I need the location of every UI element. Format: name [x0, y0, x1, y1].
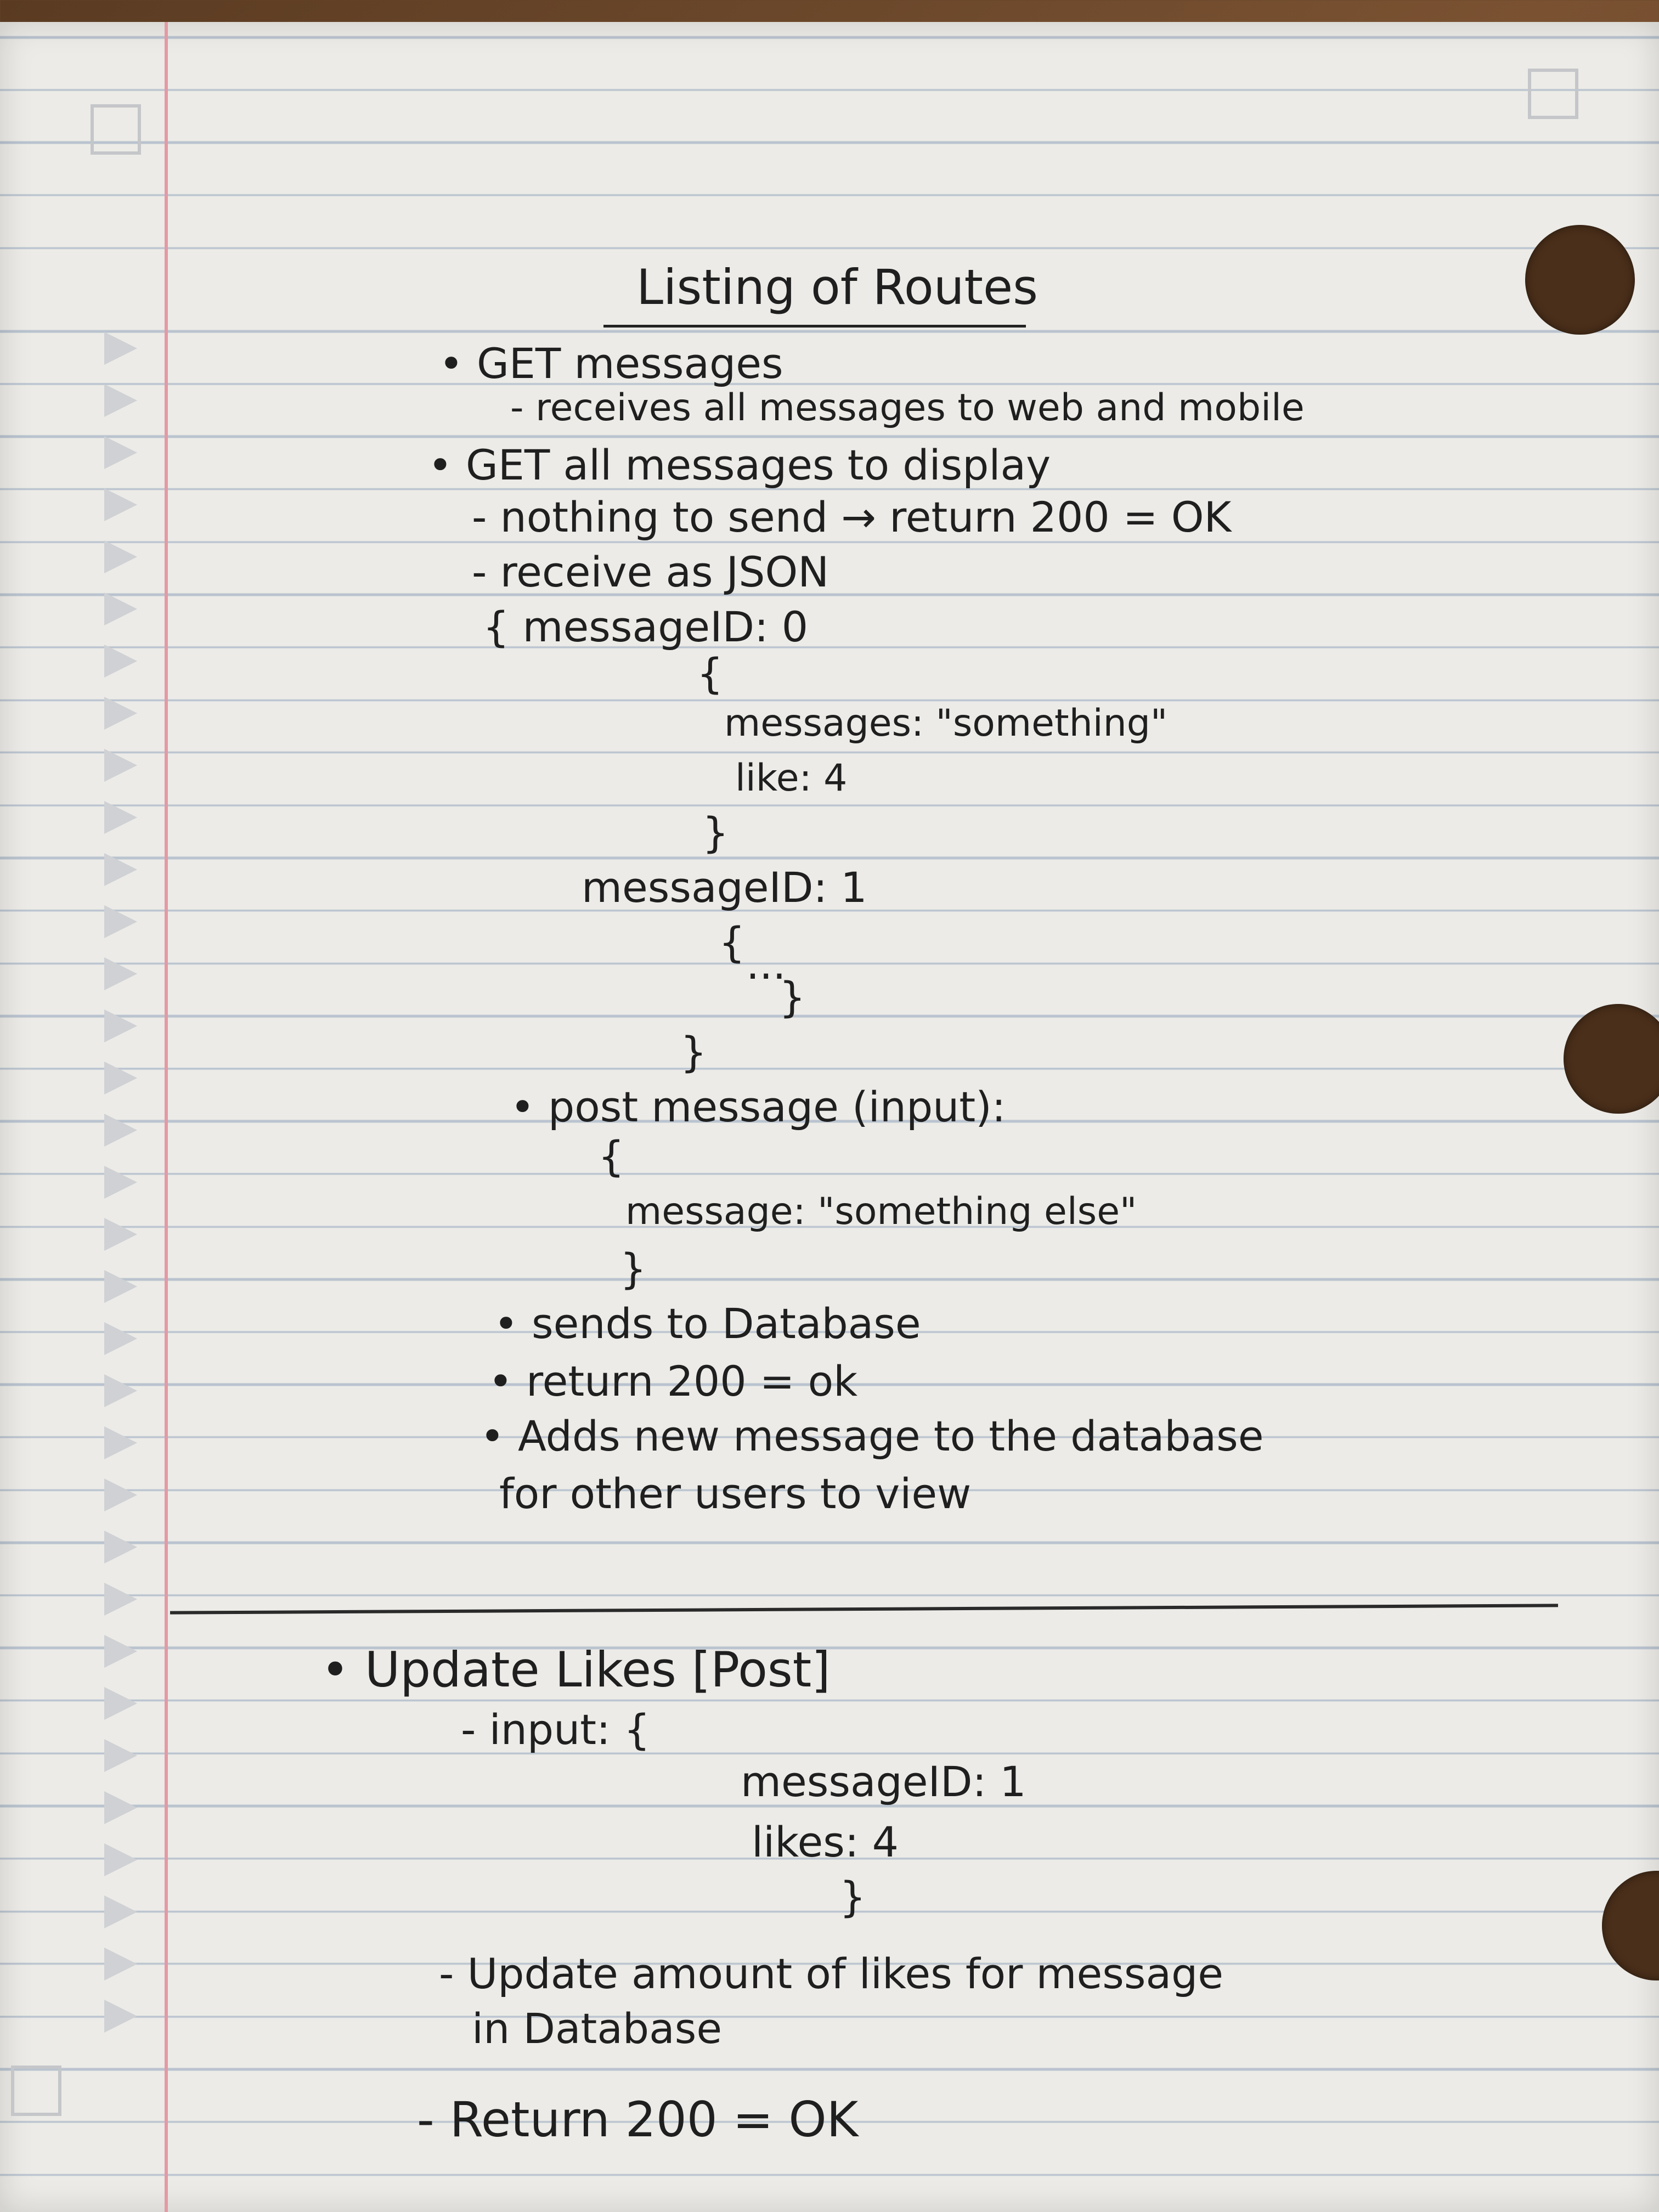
- note-line: • GET messages: [439, 339, 783, 388]
- page-title: Listing of Routes: [636, 259, 1038, 315]
- note-line: - receive as JSON: [472, 548, 830, 596]
- note-line: {: [697, 649, 724, 698]
- note-line: like: 4: [735, 757, 848, 800]
- corner-mark-top-left: [91, 104, 141, 155]
- note-line: for other users to view: [499, 1469, 972, 1518]
- note-line: messages: "something": [724, 702, 1168, 745]
- notebook-paper: Listing of Routes • GET messages - recei…: [0, 22, 1659, 2212]
- note-line: - input: {: [461, 1705, 651, 1754]
- note-line: }: [779, 973, 806, 1022]
- note-line: message: "something else": [625, 1190, 1137, 1233]
- punch-hole-bottom: [1602, 1871, 1659, 1980]
- note-line: }: [680, 1028, 707, 1076]
- corner-mark-top-right: [1528, 69, 1578, 119]
- note-line: - Return 200 = OK: [417, 2091, 859, 2148]
- note-line: likes: 4: [752, 1818, 899, 1866]
- corner-mark-bottom-left: [11, 2066, 61, 2116]
- note-line: • sends to Database: [494, 1299, 921, 1348]
- note-text: Update Likes [Post]: [364, 1641, 831, 1698]
- note-text: Adds new message to the database: [518, 1412, 1264, 1460]
- note-line: {: [598, 1132, 625, 1181]
- note-text: GET all messages to display: [466, 441, 1051, 489]
- title-underline: [603, 325, 1026, 328]
- note-line: }: [839, 1872, 866, 1921]
- note-line: messageID: 1: [582, 863, 867, 912]
- note-line: - nothing to send → return 200 = OK: [472, 493, 1232, 541]
- punch-hole-middle: [1564, 1004, 1659, 1114]
- note-text: return 200 = ok: [526, 1357, 858, 1406]
- note-line: - receives all messages to web and mobil…: [510, 386, 1305, 430]
- note-line: }: [702, 808, 729, 857]
- note-line: }: [620, 1244, 647, 1293]
- note-line: { messageID: 0: [483, 602, 809, 651]
- note-line: ...: [746, 940, 786, 989]
- note-text: GET messages: [477, 339, 783, 388]
- note-line: messageID: 1: [741, 1757, 1026, 1806]
- note-text: post message (input):: [548, 1082, 1006, 1131]
- section-divider: [170, 1604, 1558, 1615]
- note-line: • Adds new message to the database: [480, 1412, 1264, 1460]
- punch-hole-top: [1525, 225, 1635, 335]
- note-text: sends to Database: [532, 1299, 921, 1348]
- note-line: • return 200 = ok: [488, 1357, 858, 1406]
- margin-line: [165, 22, 168, 2212]
- note-line: - Update amount of likes for message: [439, 1949, 1224, 1998]
- note-line: • GET all messages to display: [428, 441, 1051, 489]
- note-line: in Database: [472, 2004, 723, 2053]
- note-line: • post message (input):: [510, 1082, 1006, 1131]
- note-line: • Update Likes [Post]: [321, 1641, 831, 1698]
- note-line: {: [719, 918, 746, 967]
